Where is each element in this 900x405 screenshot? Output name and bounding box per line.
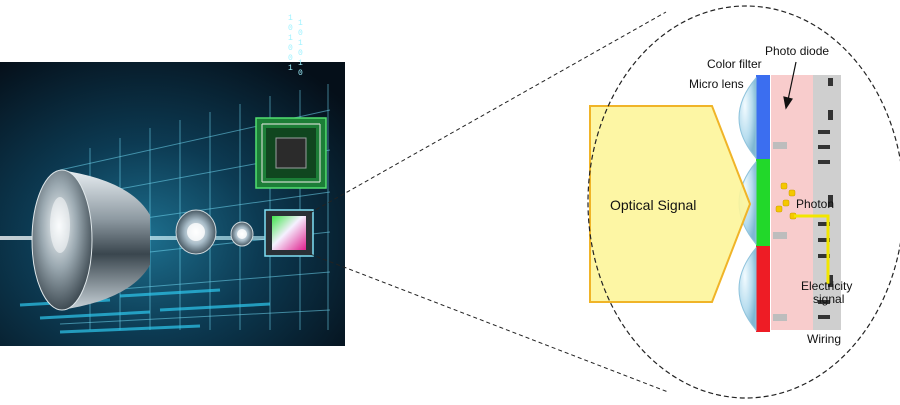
- electricity-signal-label-line2: signal: [813, 292, 844, 306]
- photodiode-pointer-arrow: [783, 61, 797, 110]
- color-filter-blue: [756, 75, 770, 159]
- sensor-cross-section: [587, 5, 900, 399]
- photodiode-layer: [771, 75, 813, 330]
- image-sensor-chip: [264, 209, 314, 257]
- zoom-projection-lines: [309, 11, 669, 393]
- wiring-layer: [813, 75, 841, 330]
- processor-chip: [255, 117, 327, 189]
- color-filter-label: Color filter: [707, 57, 762, 71]
- wiring-label: Wiring: [807, 332, 841, 346]
- optical-signal-arrow: [589, 105, 752, 303]
- binary-digit: 0: [288, 24, 293, 33]
- lens-element: [175, 209, 217, 255]
- micro-lens-label: Micro lens: [689, 77, 744, 91]
- micro-lens: [738, 76, 757, 160]
- color-filter-red: [756, 246, 770, 332]
- binary-digit: 0: [298, 69, 303, 78]
- binary-digit: 0: [298, 49, 303, 58]
- optical-signal-label: Optical Signal: [610, 197, 696, 213]
- binary-digit: 1: [298, 19, 303, 28]
- lens-element: [230, 221, 254, 247]
- binary-data-stream: 1 0 1 0 0 1 1 0 1 0 1 0: [288, 14, 303, 78]
- electricity-signal-label-line1: Electricity: [801, 279, 852, 293]
- color-filter-green: [756, 159, 770, 246]
- electricity-signal-wire: [794, 214, 830, 284]
- binary-digit: 1: [288, 64, 293, 73]
- binary-digit: 0: [288, 54, 293, 63]
- large-camera-lens: [31, 169, 150, 311]
- photo-diode-label: Photo diode: [765, 44, 829, 58]
- binary-digit: 0: [298, 29, 303, 38]
- binary-digit: 1: [288, 34, 293, 43]
- binary-digit: 1: [298, 39, 303, 48]
- binary-digit: 0: [288, 44, 293, 53]
- camera-scene-illustration: 1 0 1 0 0 1 1 0 1 0 1 0: [0, 14, 345, 346]
- photon-particles: [775, 182, 797, 220]
- magnifier-oval: [587, 5, 900, 399]
- binary-digit: 1: [288, 14, 293, 23]
- photon-label: Photon: [796, 197, 834, 211]
- micro-lens: [738, 246, 757, 332]
- binary-digit: 1: [298, 59, 303, 68]
